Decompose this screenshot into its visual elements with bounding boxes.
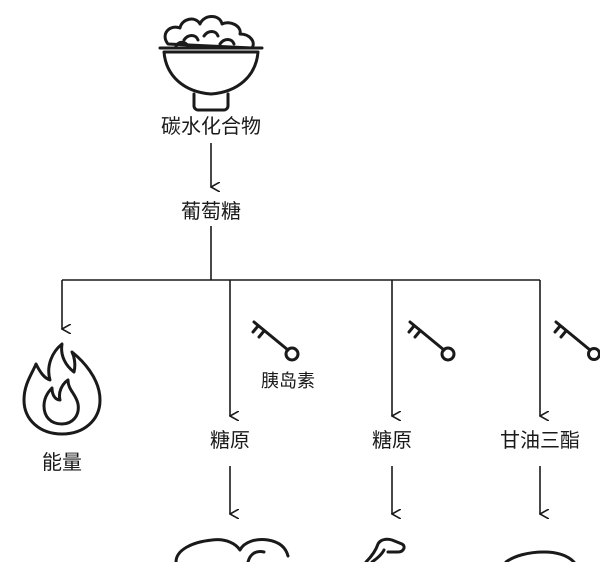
node-glycogen-1: 糖原 (210, 428, 250, 452)
node-carbohydrate: 碳水化合物 (161, 114, 261, 138)
node-glycogen-2: 糖原 (372, 428, 412, 452)
key-icon (407, 320, 456, 362)
fat-tissue-icon (504, 550, 576, 562)
key-icon (251, 320, 300, 362)
rice-bowl-icon (158, 15, 264, 112)
node-triglyceride: 甘油三酯 (500, 428, 580, 452)
muscle-icon (364, 537, 406, 562)
label-insulin: 胰岛素 (261, 371, 315, 392)
flame-icon (22, 342, 102, 436)
liver-icon (174, 538, 290, 562)
node-glucose: 葡萄糖 (181, 199, 241, 223)
key-icon (553, 320, 600, 361)
node-energy: 能量 (42, 450, 82, 474)
